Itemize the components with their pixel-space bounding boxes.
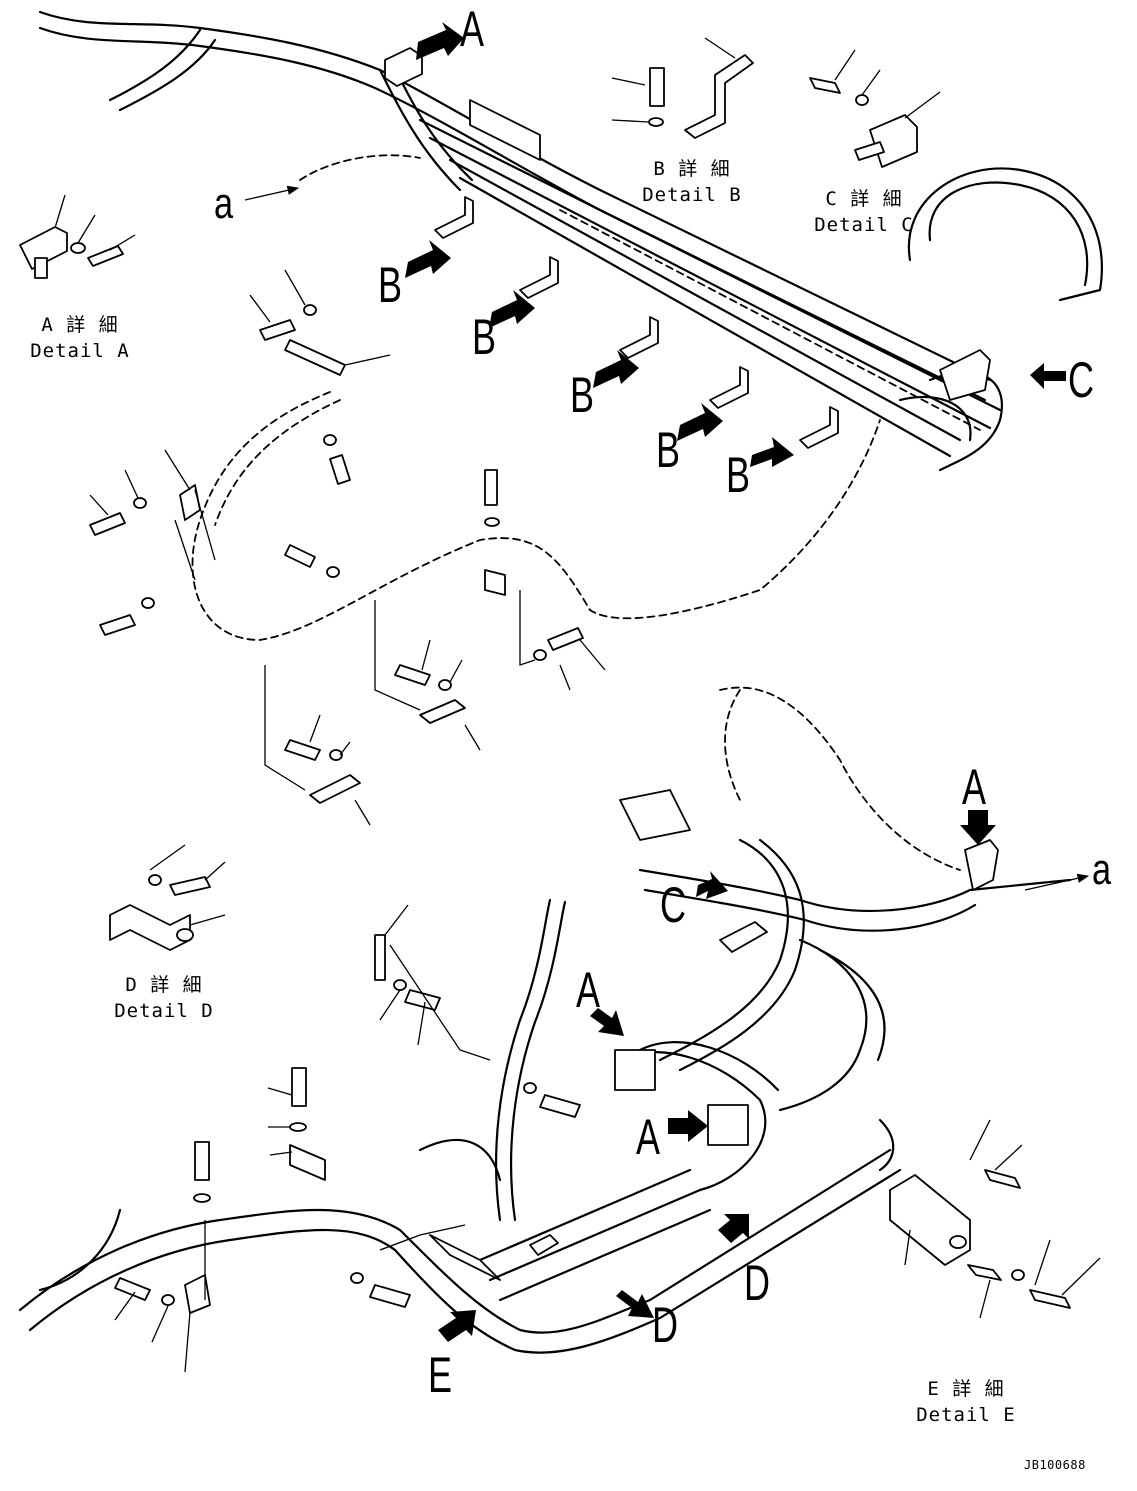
detail-b-caption: B 詳 細 Detail B <box>632 156 752 208</box>
dashed-hose-lines <box>191 154 981 871</box>
detail-a-caption: A 詳 細 Detail A <box>20 312 140 364</box>
detail-c-caption: C 詳 細 Detail C <box>804 186 924 238</box>
detail-d-jp: D 詳 細 <box>125 974 203 996</box>
detail-b-jp: B 詳 細 <box>653 158 731 180</box>
detail-a-drawing <box>19 194 136 279</box>
detail-c-en: Detail C <box>814 214 914 236</box>
detail-a-en: Detail A <box>30 340 130 362</box>
view-letter-c-right: C <box>1068 352 1094 408</box>
detail-b-drawing <box>611 37 754 139</box>
detail-a-jp: A 詳 細 <box>41 314 119 336</box>
view-arrows <box>405 22 1066 1342</box>
view-letter-a-mid: A <box>576 962 601 1018</box>
detail-e-drawing <box>889 1119 1101 1319</box>
view-letter-b-1: B <box>378 257 403 313</box>
view-letter-c-lower: C <box>660 877 686 933</box>
detail-d-caption: D 詳 細 Detail D <box>104 972 224 1024</box>
view-letter-b-4: B <box>656 422 681 478</box>
leader-lines <box>174 489 536 1300</box>
detail-d-en: Detail D <box>114 1000 214 1022</box>
label-a-lower: a <box>1092 845 1112 894</box>
detail-e-en: Detail E <box>916 1404 1016 1426</box>
leader-arrow-a-upper <box>244 185 300 201</box>
detail-b-en: Detail B <box>642 184 742 206</box>
lower-hose-bundle <box>18 838 1072 1354</box>
view-letter-d-lower: D <box>652 1297 678 1353</box>
view-letter-a-right: A <box>962 759 987 815</box>
upper-hose-bundle <box>38 10 1103 472</box>
brackets <box>384 47 999 1281</box>
view-letter-b-3: B <box>570 367 595 423</box>
label-a-upper: a <box>214 179 234 228</box>
hardware-callouts <box>89 269 606 1373</box>
view-letter-b-2: B <box>472 309 497 365</box>
detail-d-drawing <box>109 844 226 951</box>
view-letter-e: E <box>428 1347 453 1403</box>
detail-c-drawing <box>809 49 941 168</box>
view-letter-a-top: A <box>460 1 485 57</box>
detail-e-caption: E 詳 細 Detail E <box>906 1376 1026 1428</box>
view-letter-a-low: A <box>636 1109 661 1165</box>
leader-arrow-a-lower <box>1024 873 1090 891</box>
detail-c-jp: C 詳 細 <box>825 188 903 210</box>
figure-code: JB100688 <box>1024 1458 1086 1472</box>
view-letter-d-right: D <box>744 1255 770 1311</box>
detail-e-jp: E 詳 細 <box>927 1378 1005 1400</box>
view-letter-b-5: B <box>726 447 751 503</box>
